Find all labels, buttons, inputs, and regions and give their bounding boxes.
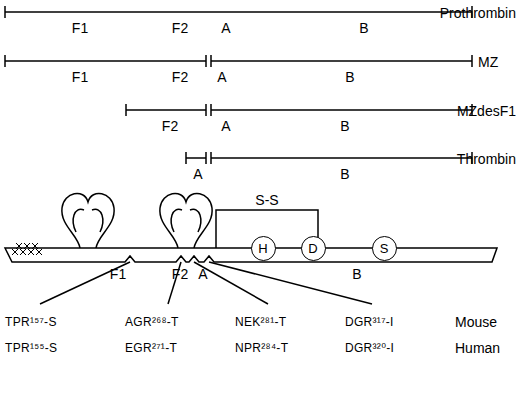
segment-label: B: [340, 167, 349, 181]
domain-letter: S: [380, 242, 389, 255]
segment-label: F2: [172, 267, 188, 281]
domain-letter: D: [308, 242, 317, 255]
segment-label: A: [221, 21, 230, 35]
segment-label: B: [345, 70, 354, 84]
segment-label: F1: [72, 21, 88, 35]
segment-label: MZ: [478, 55, 498, 69]
segment-label: S-S: [255, 193, 278, 207]
cleavage-site: DGR³¹⁷-I: [345, 316, 394, 328]
cleavage-site: NEK²⁸¹-T: [235, 316, 286, 328]
cleavage-site: AGR²⁶⁸-T: [125, 316, 179, 328]
segment-label: A: [221, 119, 230, 133]
cleavage-site: TPR¹⁵⁷-S: [5, 316, 57, 328]
segment-label: B: [359, 21, 368, 35]
segment-label: F2: [172, 21, 188, 35]
segment-label: F1: [72, 70, 88, 84]
cleavage-site: EGR²⁷¹-T: [125, 342, 177, 354]
cleavage-site: TPR¹⁵⁵-S: [5, 342, 57, 354]
cleavage-site: NPR²⁸⁴-T: [235, 342, 288, 354]
domain-letter: H: [258, 242, 267, 255]
segment-label: Human: [455, 341, 500, 355]
segment-label: A: [198, 267, 207, 281]
domain-circle: S: [372, 236, 397, 261]
domain-circle: H: [251, 236, 276, 261]
segment-label: MZdesF1: [457, 104, 516, 118]
segment-label: B: [352, 267, 361, 281]
segment-label: F2: [172, 70, 188, 84]
segment-label: F2: [162, 119, 178, 133]
segment-label: F1: [110, 267, 126, 281]
cleavage-site: DGR³²⁰-I: [345, 342, 394, 354]
domain-circle: D: [301, 236, 326, 261]
segment-label: B: [340, 119, 349, 133]
segment-label: Thrombin: [457, 152, 516, 166]
segment-label: A: [193, 167, 202, 181]
segment-label: A: [217, 70, 226, 84]
segment-label: Mouse: [455, 315, 497, 329]
segment-label: Prothrombin: [440, 6, 516, 20]
